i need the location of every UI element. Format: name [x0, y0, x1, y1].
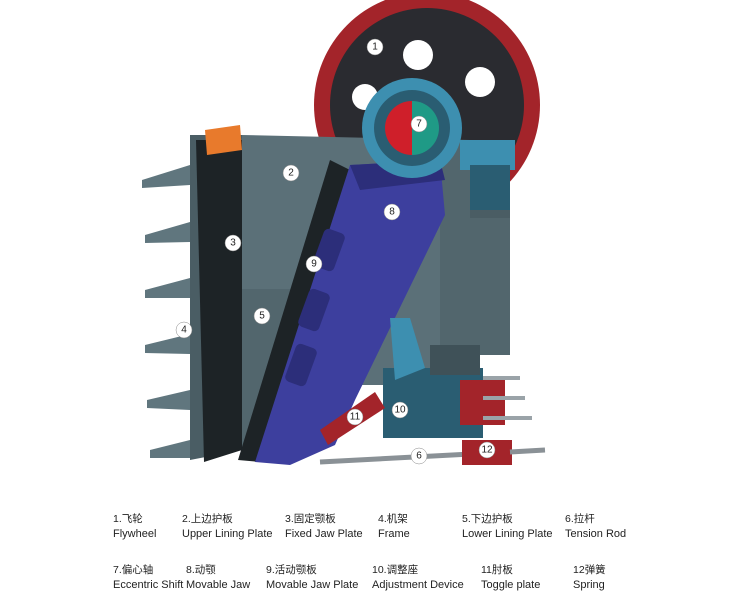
callout-8: 8	[383, 203, 401, 221]
svg-text:4: 4	[181, 325, 187, 336]
callouts: 1 2 3 4 5 6 7 8 9 10 11 12	[175, 38, 496, 465]
callout-2: 2	[282, 164, 300, 182]
legend-item-eccentric-shift: 7.偏心轴 Eccentric Shift	[113, 563, 183, 593]
callout-6: 6	[410, 447, 428, 465]
callout-12: 12	[478, 441, 496, 459]
legend-en: Lower Lining Plate	[462, 528, 553, 540]
legend-num: 8.	[186, 564, 195, 576]
legend-en: Adjustment Device	[372, 579, 464, 591]
legend-en: Tension Rod	[565, 528, 627, 540]
legend-en: Spring	[573, 579, 605, 591]
svg-text:7: 7	[416, 119, 422, 130]
legend-item-spring: 12弹簧 Spring	[573, 563, 606, 593]
callout-4: 4	[175, 321, 193, 339]
legend-cn: 上边护板	[190, 513, 233, 525]
callout-10: 10	[391, 401, 409, 419]
legend-num: 7.	[113, 564, 122, 576]
legend-item-flywheel: 1.飞轮 Flywheel	[113, 512, 156, 542]
legend-cn: 调整座	[386, 564, 419, 576]
callout-1: 1	[366, 38, 384, 56]
legend-num: 12	[573, 564, 585, 576]
legend-item-frame: 4.机架 Frame	[378, 512, 410, 542]
legend-cn: 机架	[386, 513, 408, 525]
svg-text:12: 12	[481, 445, 493, 456]
svg-text:6: 6	[416, 451, 422, 462]
legend-num: 10.	[372, 564, 387, 576]
callout-3: 3	[224, 234, 242, 252]
fixed-jaw-plate	[196, 125, 242, 462]
legend-en: Frame	[378, 528, 410, 540]
legend-cn: 弹簧	[584, 564, 606, 576]
legend-cn: 飞轮	[121, 513, 143, 525]
svg-text:3: 3	[230, 238, 236, 249]
legend-num: 1.	[113, 513, 122, 525]
legend-num: 3.	[285, 513, 294, 525]
legend-en: Movable Jaw	[186, 579, 251, 591]
legend-en: Movable Jaw Plate	[266, 579, 359, 591]
callout-7: 7	[410, 115, 428, 133]
tension-rod	[319, 440, 546, 465]
svg-text:5: 5	[259, 311, 265, 322]
legend-item-movable-jaw-plate: 9.活动颚板 Movable Jaw Plate	[266, 563, 358, 593]
legend-en: Flywheel	[113, 528, 157, 540]
jaw-crusher-diagram: 1 2 3 4 5 6 7 8 9 10 11 12	[142, 0, 546, 465]
legend-num: 5.	[462, 513, 471, 525]
legend-cn: 拉杆	[573, 513, 595, 525]
legend-cn: 偏心轴	[121, 564, 154, 576]
legend-num: 9.	[266, 564, 275, 576]
svg-text:10: 10	[394, 405, 406, 416]
movable-jaw-plate	[238, 160, 350, 462]
legend-en: Fixed Jaw Plate	[285, 528, 363, 540]
legend-num: 6.	[565, 513, 574, 525]
svg-text:9: 9	[311, 259, 317, 270]
legend-cn: 活动颚板	[274, 564, 317, 576]
legend-num: 4.	[378, 513, 387, 525]
legend-en: Eccentric Shift	[113, 579, 184, 591]
legend-item-upper-lining-plate: 2.上边护板 Upper Lining Plate	[182, 512, 273, 542]
callout-5: 5	[253, 307, 271, 325]
callout-11: 11	[346, 408, 364, 426]
svg-text:11: 11	[350, 412, 361, 423]
svg-text:2: 2	[288, 168, 294, 179]
svg-text:8: 8	[389, 207, 395, 218]
legend-item-lower-lining-plate: 5.下边护板 Lower Lining Plate	[462, 512, 553, 542]
frame-ribs	[142, 165, 190, 458]
legend-item-toggle-plate: 11肘板 Toggle plate	[481, 563, 540, 593]
legend-cn: 动颚	[194, 564, 216, 576]
legend-en: Toggle plate	[481, 579, 541, 591]
svg-text:1: 1	[372, 42, 378, 53]
legend-num: 2.	[182, 513, 191, 525]
legend-item-fixed-jaw-plate: 3.固定颚板 Fixed Jaw Plate	[285, 512, 363, 542]
legend-num: 11	[481, 564, 492, 576]
parts-legend: 1.飞轮 Flywheel 2.上边护板 Upper Lining Plate …	[0, 470, 730, 600]
legend-cn: 肘板	[491, 564, 513, 576]
legend-item-movable-jaw: 8.动颚 Movable Jaw	[186, 563, 250, 593]
legend-item-adjustment-device: 10.调整座 Adjustment Device	[372, 563, 464, 593]
legend-cn: 下边护板	[470, 513, 513, 525]
legend-cn: 固定颚板	[293, 513, 336, 525]
legend-en: Upper Lining Plate	[182, 528, 273, 540]
callout-9: 9	[305, 255, 323, 273]
legend-item-tension-rod: 6.拉杆 Tension Rod	[565, 512, 626, 542]
